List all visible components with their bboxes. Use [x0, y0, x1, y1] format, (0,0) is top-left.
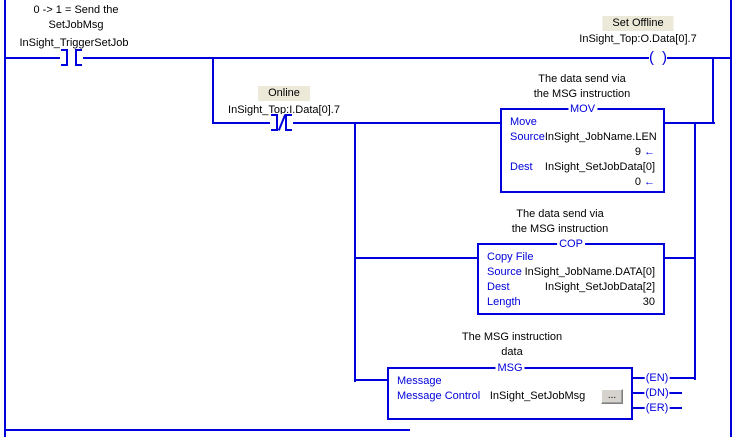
wire-branch-down-2	[354, 122, 356, 382]
wire-msg-rung	[354, 379, 389, 381]
trigger-xic-contact[interactable]	[60, 49, 83, 66]
contact-left-bracket	[271, 114, 278, 131]
live-value-arrow-icon: ←	[644, 176, 655, 188]
cop-instruction-box[interactable]: COP Copy File Source InSight_JobName.DAT…	[477, 237, 665, 315]
online-contact-tag[interactable]: InSight_Top:I.Data[0].7	[228, 104, 340, 116]
mov-title: MOV	[567, 102, 598, 116]
wire-cop-output	[663, 257, 696, 259]
wire-right-branch-down	[694, 122, 696, 380]
mov-source-operand[interactable]: InSight_JobName.LEN	[544, 131, 657, 143]
mov-source-label: Source	[510, 131, 545, 143]
mov-name: Move	[510, 116, 537, 128]
offline-ote-coil[interactable]: ( )	[649, 49, 667, 66]
mov-dest-live-value: 0	[634, 176, 641, 188]
msg-browse-button[interactable]: ...	[600, 389, 623, 404]
coil-left-paren: (	[649, 49, 654, 66]
wire-cop-rung	[354, 257, 479, 259]
cop-source-operand[interactable]: InSight_JobName.DATA[0]	[524, 266, 655, 278]
mov-dest-operand[interactable]: InSight_SetJobData[0]	[544, 161, 655, 173]
cop-dest-operand[interactable]: InSight_SetJobData[2]	[544, 281, 655, 293]
rung-comment-trigger: 0 -> 1 = Send the SetJobMsg	[33, 4, 119, 31]
wire-online-rung	[212, 122, 502, 124]
cop-dest-label: Dest	[487, 281, 510, 293]
coil-right-paren: )	[662, 49, 667, 66]
msg-title: MSG	[495, 361, 525, 375]
msg-control-operand[interactable]: InSight_SetJobMsg	[489, 390, 586, 402]
cop-title: COP	[557, 237, 585, 251]
mov-comment: The data send via the MSG instruction	[533, 73, 631, 100]
mov-dest-label: Dest	[510, 161, 533, 173]
msg-dn-output-coil: (DN)	[644, 386, 670, 400]
contact-left-bracket	[61, 49, 68, 66]
cop-length-label: Length	[487, 296, 521, 308]
cop-comment: The data send via the MSG instruction	[511, 208, 609, 235]
contact-right-bracket	[75, 49, 82, 66]
msg-instruction-box[interactable]: MSG Message Message Control InSight_SetJ…	[387, 361, 633, 420]
msg-comment: The MSG instruction data	[461, 331, 563, 358]
wire-next-rung	[6, 429, 410, 431]
cop-length-operand[interactable]: 30	[642, 296, 655, 308]
right-power-rail	[730, 0, 732, 437]
msg-name: Message	[397, 375, 442, 387]
live-value-arrow-icon: ←	[644, 146, 655, 158]
msg-control-label: Message Control	[397, 390, 481, 402]
nc-slash	[277, 114, 287, 131]
wire-branch-up-right	[712, 57, 714, 124]
cop-name: Copy File	[487, 251, 534, 263]
coil-description-label: Set Offline	[602, 16, 674, 31]
left-power-rail	[4, 0, 6, 437]
msg-en-output-coil: (EN)	[644, 371, 670, 385]
contact-description-label: Online	[258, 86, 310, 101]
contact-right-bracket	[285, 114, 292, 131]
msg-er-output-coil: (ER)	[644, 401, 670, 415]
wire-branch-down-1	[212, 57, 214, 124]
offline-coil-tag[interactable]: InSight_Top:O.Data[0].7	[579, 33, 697, 45]
wire-main-rung	[6, 57, 731, 59]
mov-instruction-box[interactable]: MOV Move Source InSight_JobName.LEN 9 ← …	[500, 102, 665, 193]
cop-source-label: Source	[487, 266, 522, 278]
trigger-contact-tag[interactable]: InSight_TriggerSetJob	[19, 37, 129, 49]
wire-mov-output	[663, 122, 715, 124]
mov-source-live-value: 9	[634, 146, 641, 158]
online-xio-contact[interactable]	[270, 114, 293, 131]
